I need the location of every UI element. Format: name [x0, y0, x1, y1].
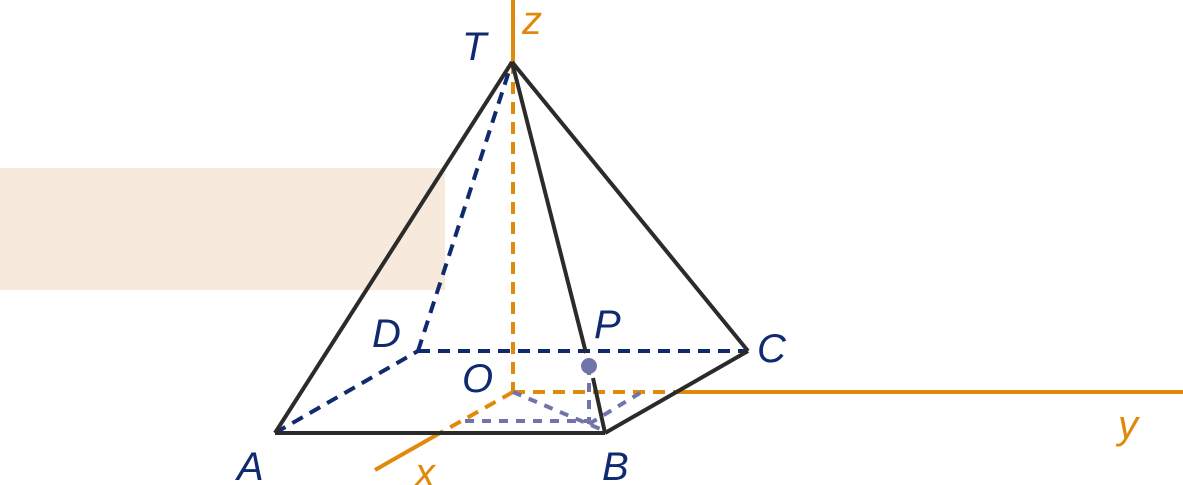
- label-C: C: [757, 327, 787, 371]
- edge-AD: [274, 349, 419, 435]
- label-O: O: [462, 357, 493, 401]
- label-x: x: [413, 451, 437, 485]
- edge-BC: [604, 349, 749, 435]
- label-A: A: [235, 445, 264, 485]
- edge-TB-lower: [591, 377, 607, 434]
- label-B: B: [602, 445, 629, 485]
- projection-lines: [465, 366, 642, 433]
- edge-DT: [416, 61, 514, 352]
- edge-TC: [510, 60, 750, 353]
- edge-TB-upper: [510, 61, 588, 354]
- label-y: y: [1115, 403, 1141, 447]
- background-band: [0, 168, 445, 290]
- label-z: z: [521, 0, 542, 43]
- label-T: T: [462, 25, 489, 69]
- x-axis: [374, 431, 441, 472]
- point-P: [581, 358, 597, 374]
- label-P: P: [594, 303, 621, 347]
- x-axis-hidden: [439, 390, 514, 435]
- edge-TA: [273, 60, 514, 435]
- label-D: D: [372, 312, 401, 356]
